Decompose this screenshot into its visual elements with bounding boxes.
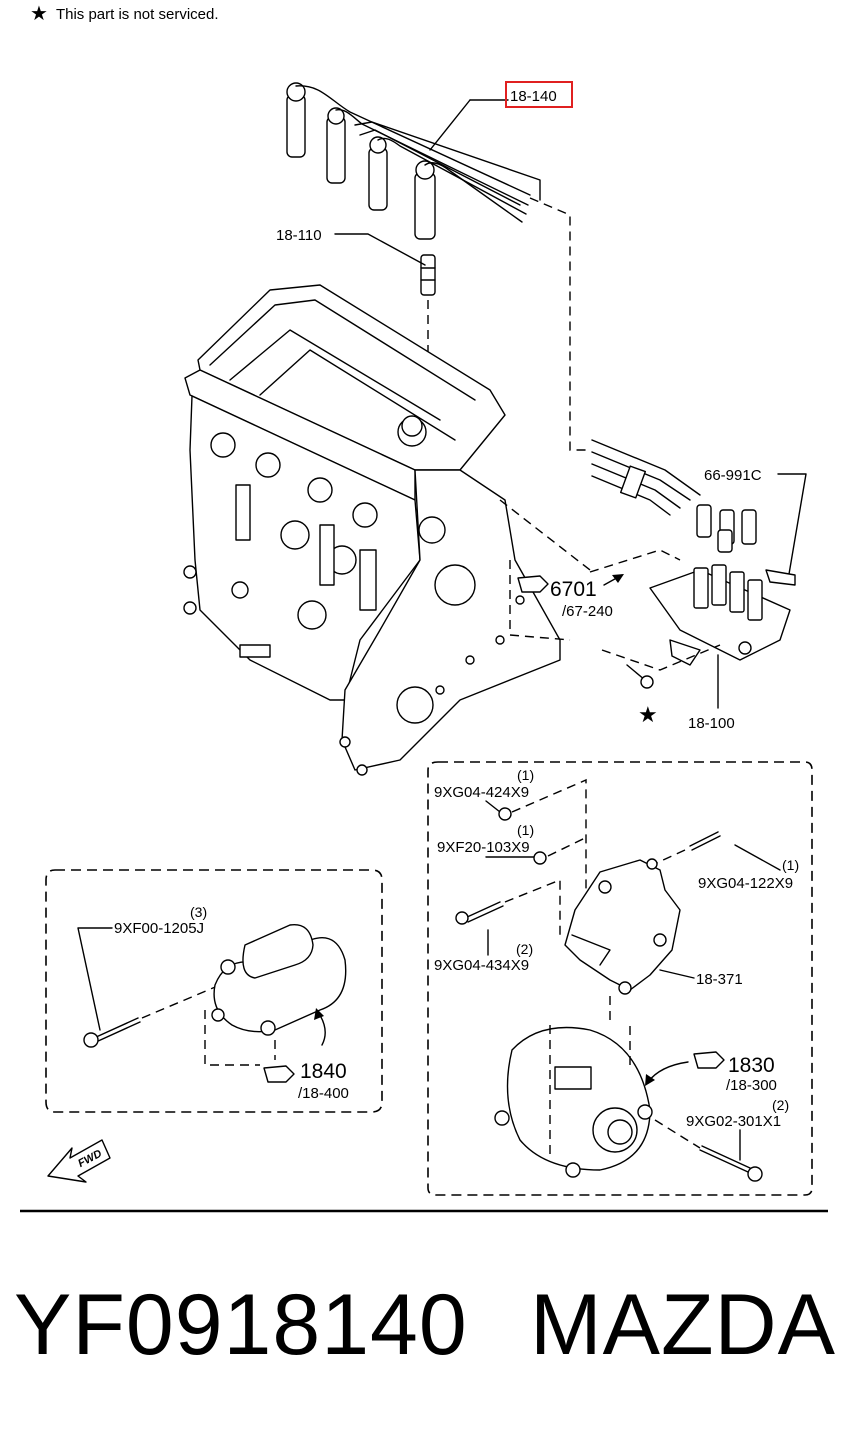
engine-block	[183, 284, 591, 776]
qty-103: (1)	[517, 822, 534, 838]
ignition-lead-set[interactable]	[286, 82, 590, 451]
qty-424: (1)	[517, 767, 534, 783]
callout-18-400: /18-400	[298, 1085, 349, 1102]
callout-18-140-text: 18-140	[510, 88, 557, 105]
fwd-arrow-icon: FWD	[47, 1139, 111, 1183]
ignition-coil-assembly[interactable]: 66-991C ★ 6701 /67-240	[517, 439, 807, 732]
nut-icon	[533, 851, 547, 865]
star-icon: ★	[30, 3, 48, 25]
exploded-diagram: 18-140 18-110	[20, 81, 828, 1213]
callout-1830: 1830	[728, 1054, 775, 1077]
highlight-box	[505, 81, 573, 108]
footer-part-number: YF0918140	[14, 1277, 468, 1373]
qty-434: (2)	[516, 941, 533, 957]
bolt-icon	[498, 807, 512, 821]
callout-9XF20-103X9: 9XF20-103X9	[437, 839, 530, 856]
qty-301: (2)	[772, 1097, 789, 1113]
callout-18-110: 18-110	[276, 227, 322, 244]
footer-brand: MAZDA	[530, 1277, 836, 1373]
callout-66-991C: 66-991C	[704, 467, 762, 484]
callout-9XG04-434X9: 9XG04-434X9	[434, 957, 529, 974]
callout-6701: 6701	[550, 578, 597, 601]
callout-9XG04-424X9: 9XG04-424X9	[434, 784, 529, 801]
star-marker: ★	[638, 702, 658, 727]
not-serviced-note: ★ This part is not serviced.	[30, 4, 219, 24]
callout-67-240: /67-240	[562, 603, 613, 620]
alternator-group: (1) 9XG04-424X9 (1) 9XF20-103X9 (1) 9XG0…	[427, 761, 813, 1196]
callout-9XF00-1205J: 9XF00-1205J	[114, 920, 204, 937]
callout-18-371: 18-371	[696, 971, 743, 988]
callout-9XG02-301X1: 9XG02-301X1	[686, 1113, 781, 1130]
callout-18-100: 18-100	[688, 715, 735, 732]
callout-9XG04-122X9: 9XG04-122X9	[698, 875, 793, 892]
callout-18-140[interactable]: 18-140	[505, 81, 573, 108]
callout-18-300: /18-300	[726, 1077, 777, 1094]
note-text: This part is not serviced.	[55, 5, 219, 23]
qty-1205: (3)	[190, 904, 207, 920]
callout-1840: 1840	[300, 1060, 347, 1083]
qty-122: (1)	[782, 857, 799, 873]
starter-group: (3) 9XF00-1205J 1840 /18-400	[45, 869, 383, 1113]
